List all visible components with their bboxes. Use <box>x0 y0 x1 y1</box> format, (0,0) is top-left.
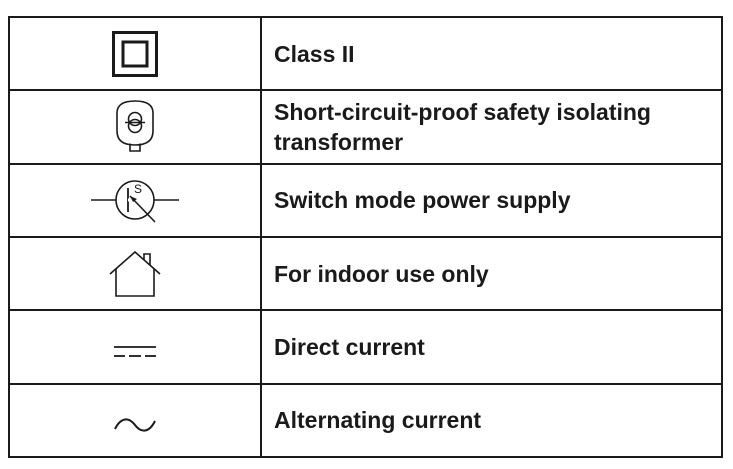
row-label: Class II <box>274 40 355 67</box>
text-cell: Direct current <box>262 311 721 382</box>
text-cell: Alternating current <box>262 385 721 456</box>
indoor-use-house-icon <box>109 250 161 297</box>
row-label: Short-circuit-proof safety isolating tra… <box>274 98 651 155</box>
class-ii-double-square-icon <box>112 30 158 77</box>
symbol-cell <box>10 384 262 456</box>
symbol-cell <box>10 237 262 310</box>
text-cell: Switch mode power supply <box>262 165 721 236</box>
symbol-cell <box>10 91 262 163</box>
alternating-current-icon <box>114 418 156 432</box>
switch-mode-power-supply-icon: S <box>91 180 179 223</box>
safety-isolating-transformer-icon <box>116 100 154 152</box>
row-label: Direct current <box>274 333 425 360</box>
table-row-class-ii: Class II <box>10 18 721 92</box>
symbol-cell <box>10 311 262 383</box>
symbol-cell <box>10 18 262 90</box>
text-cell: Class II <box>262 18 721 89</box>
table-row-ac: Alternating current <box>10 384 721 456</box>
table-row-transformer: Short-circuit-proof safety isolating tra… <box>10 91 721 165</box>
svg-text:S: S <box>134 182 142 196</box>
row-label: Switch mode power supply <box>274 187 571 214</box>
text-cell: For indoor use only <box>262 238 721 309</box>
direct-current-icon <box>114 346 156 357</box>
table-row-smps: S Switch mode power supply <box>10 164 721 238</box>
symbol-table: Class II Short-circuit-proof safety isol… <box>8 16 723 458</box>
table-row-indoor: For indoor use only <box>10 237 721 312</box>
row-label: For indoor use only <box>274 260 489 287</box>
text-cell: Short-circuit-proof safety isolating tra… <box>262 91 721 162</box>
row-label: Alternating current <box>274 407 482 434</box>
symbol-cell: S <box>10 164 262 236</box>
table-row-dc: Direct current <box>10 311 721 385</box>
